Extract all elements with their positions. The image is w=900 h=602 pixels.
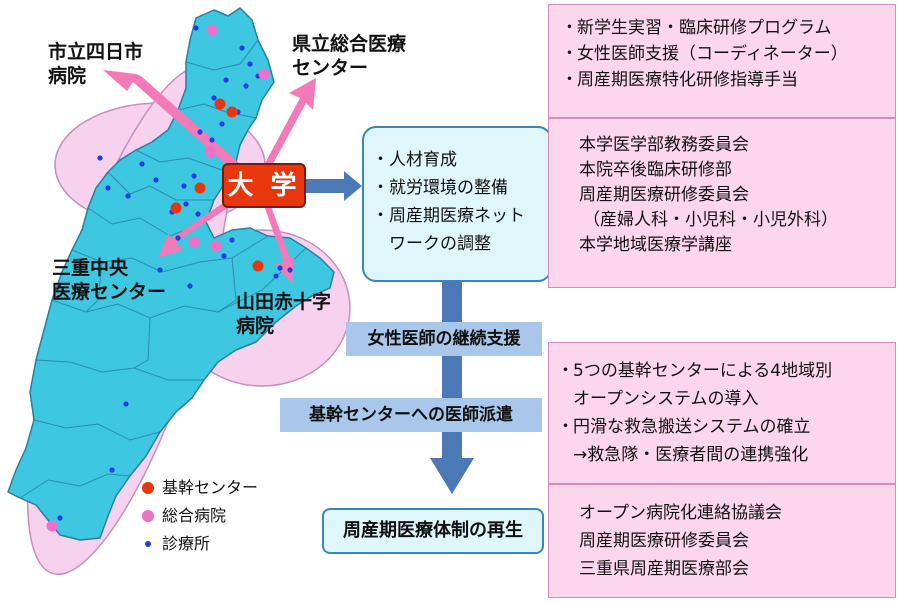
legend-core-center-icon xyxy=(142,482,154,494)
legend-core-center: 基幹センター xyxy=(162,478,259,497)
council-line-2: 周産期医療研修委員会 xyxy=(579,531,749,551)
committee-line-3: 周産期医療研修委員会 xyxy=(579,185,749,205)
legend-general-hospital-icon xyxy=(142,510,154,522)
goals-box: ・人材育成 ・就労環境の整備 ・周産期医療ネット ワークの調整 xyxy=(362,126,552,282)
label-mie-chuo-center: 三重中央医療センター xyxy=(52,257,167,303)
system-item-2: ・円滑な救急搬送システムの確立 xyxy=(557,417,811,437)
university-box: 大 学 xyxy=(222,163,306,208)
arrow-to-yamada xyxy=(262,198,294,284)
flow-label-support: 女性医師の継続支援 xyxy=(346,322,542,356)
arrow-university-to-goals xyxy=(306,171,362,201)
panel-committees: 本学医学部教務委員会 本院卒後臨床研修部 周産期医療研修委員会 （産婦人科・小児… xyxy=(548,118,896,288)
goal-item-3-continued: ワークの調整 xyxy=(389,234,491,254)
committee-line-2: 本院卒後臨床研修部 xyxy=(579,160,732,180)
panel-open-system: ・5つの基幹センターによる4地域別 オープンシステムの導入 ・円滑な救急搬送シス… xyxy=(548,342,896,484)
flow-down-arrow xyxy=(430,282,474,494)
municipal-boundaries xyxy=(19,39,307,499)
committee-line-5: 本学地域医療学講座 xyxy=(579,235,732,255)
committee-line-1: 本学医学部教務委員会 xyxy=(579,135,749,155)
council-line-1: オープン病院化連絡協議会 xyxy=(579,503,782,523)
label-yamada-red-cross: 山田赤十字病院 xyxy=(236,291,332,337)
general-hospital-markers xyxy=(46,24,270,532)
label-prefectural-center: 県立総合医療センター xyxy=(292,33,407,79)
goal-item-3: ・周産期医療ネット xyxy=(372,206,525,226)
arrow-to-yokkaichi xyxy=(103,70,256,184)
legend-general-hospital: 総合病院 xyxy=(162,506,227,525)
goal-item-1: ・人材育成 xyxy=(372,150,457,170)
program-item-1: ・新学生実習・臨床研修プログラム xyxy=(561,18,832,38)
clinic-markers xyxy=(57,25,293,521)
goal-item-2: ・就労環境の整備 xyxy=(372,178,508,198)
label-yokkaichi-hospital: 市立四日市病院 xyxy=(48,41,144,87)
panel-councils: オープン病院化連絡協議会 周産期医療研修委員会 三重県周産期医療部会 xyxy=(548,484,896,598)
result-box: 周産期医療体制の再生 xyxy=(322,508,544,554)
system-item-1: ・5つの基幹センターによる4地域別 xyxy=(557,361,833,381)
council-line-3: 三重県周産期医療部会 xyxy=(579,559,749,579)
system-item-1-continued: オープンシステムの導入 xyxy=(573,389,759,409)
system-item-2-continued: →救急隊・医療者間の連携強化 xyxy=(573,445,809,465)
legend-clinic-icon xyxy=(145,541,151,547)
prefecture-outline xyxy=(7,7,335,541)
flow-label-dispatch: 基幹センターへの医師派遣 xyxy=(280,398,542,432)
arrow-to-prefectural xyxy=(256,78,316,184)
program-item-3: ・周産期医療特化研修指導手当 xyxy=(561,70,798,90)
committee-line-4: （産婦人科・小児科・小児外科） xyxy=(583,210,838,230)
core-center-markers xyxy=(170,98,264,272)
program-item-2: ・女性医師支援（コーディネーター） xyxy=(561,44,848,64)
legend-clinic: 診療所 xyxy=(162,534,211,553)
mie-prefecture-map xyxy=(7,7,362,575)
panel-programs: ・新学生実習・臨床研修プログラム ・女性医師支援（コーディネーター） ・周産期医… xyxy=(548,4,896,118)
